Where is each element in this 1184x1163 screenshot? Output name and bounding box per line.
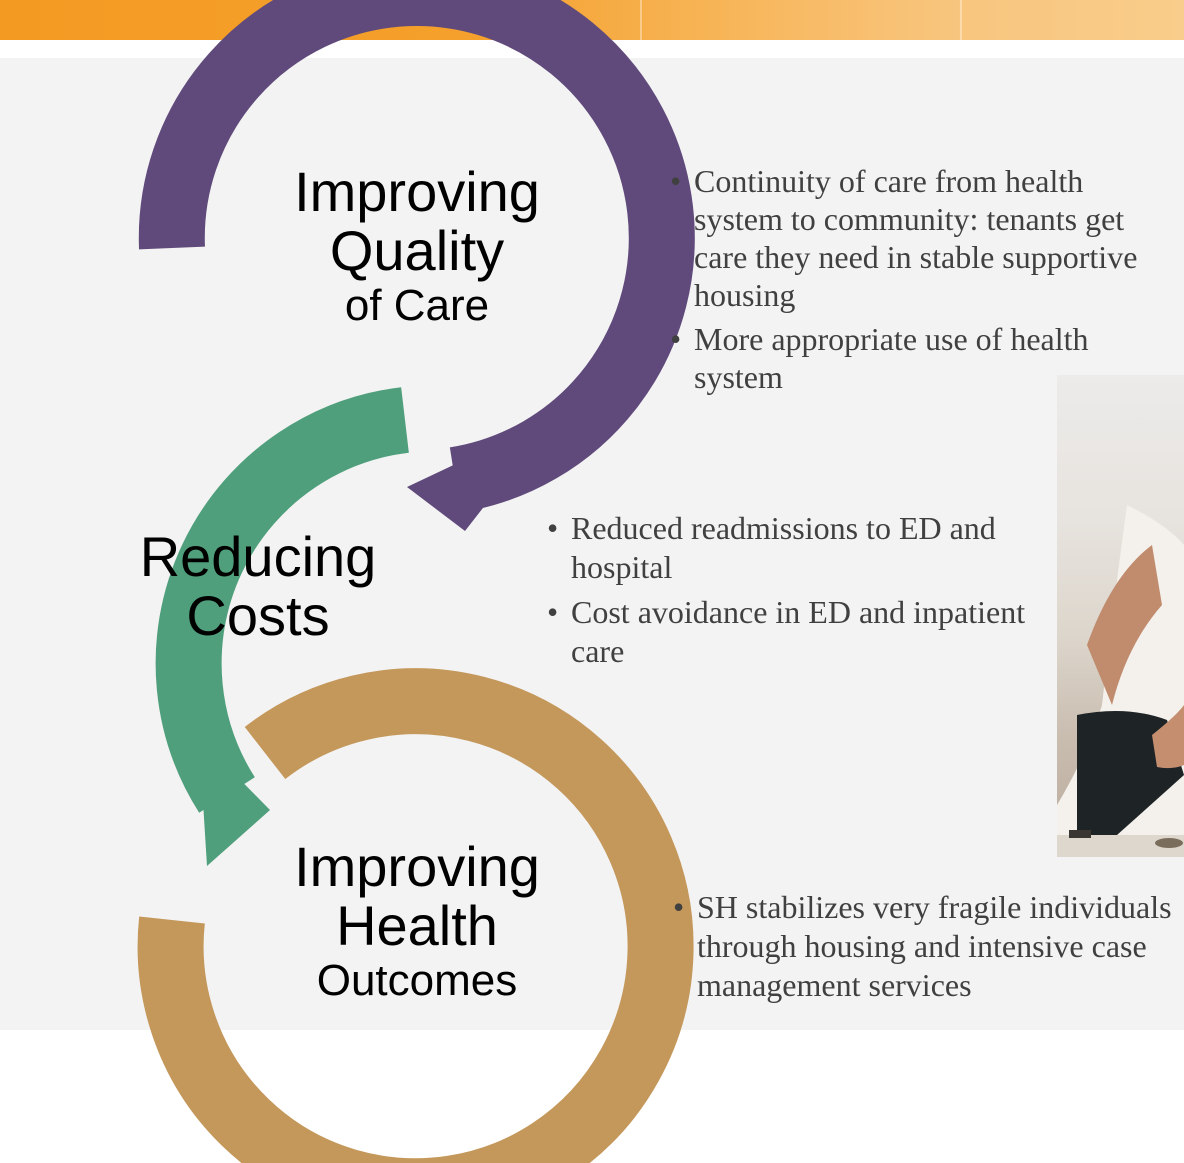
costs-bullet-list: Reduced readmissions to ED and hospital … <box>547 509 1077 671</box>
ring-quality-label-line-3: of Care <box>344 280 490 330</box>
ring-quality <box>138 0 695 531</box>
person-photo-drawing <box>1057 505 1184 857</box>
ring-quality-label-line-1: Improving <box>294 160 540 223</box>
ring-quality-label-line-2: Quality <box>329 218 505 282</box>
ring-quality-arc <box>138 0 695 513</box>
ring-costs-arrowhead <box>199 738 270 866</box>
quality-bullet-2: More appropriate use of health system <box>670 320 1170 396</box>
quality-bullet-1: Continuity of care from health system to… <box>670 162 1170 314</box>
ring-quality-label: Improving Quality of Care <box>262 160 572 330</box>
ring-costs-label-line-2: Costs <box>186 583 330 647</box>
quality-bullet-list: Continuity of care from health system to… <box>670 162 1170 396</box>
outcomes-bullet-list: SH stabilizes very fragile individuals t… <box>673 888 1183 1005</box>
ring-quality-arrowhead <box>407 418 553 531</box>
header-divider <box>960 0 962 40</box>
costs-bullet-1: Reduced readmissions to ED and hospital <box>547 509 1077 587</box>
outcomes-bullet-1: SH stabilizes very fragile individuals t… <box>673 888 1183 1005</box>
ring-outcomes-label-line-1: Improving <box>294 835 540 898</box>
ring-outcomes-arc <box>137 668 694 1163</box>
header-divider <box>640 0 642 40</box>
costs-bullet-2: Cost avoidance in ED and inpatient care <box>547 593 1077 671</box>
ring-costs-label-line-1: Reducing <box>139 525 377 588</box>
ring-costs-arc <box>155 387 410 813</box>
ring-outcomes-label-line-3: Outcomes <box>316 955 518 1005</box>
ring-outcomes-label: Improving Health Outcomes <box>262 835 572 1005</box>
ring-costs-label: Reducing Costs <box>98 525 418 647</box>
ring-outcomes-label-line-2: Health <box>336 893 498 957</box>
person-photo <box>1057 375 1184 857</box>
ring-costs <box>155 387 410 866</box>
ring-outcomes <box>137 668 694 1163</box>
